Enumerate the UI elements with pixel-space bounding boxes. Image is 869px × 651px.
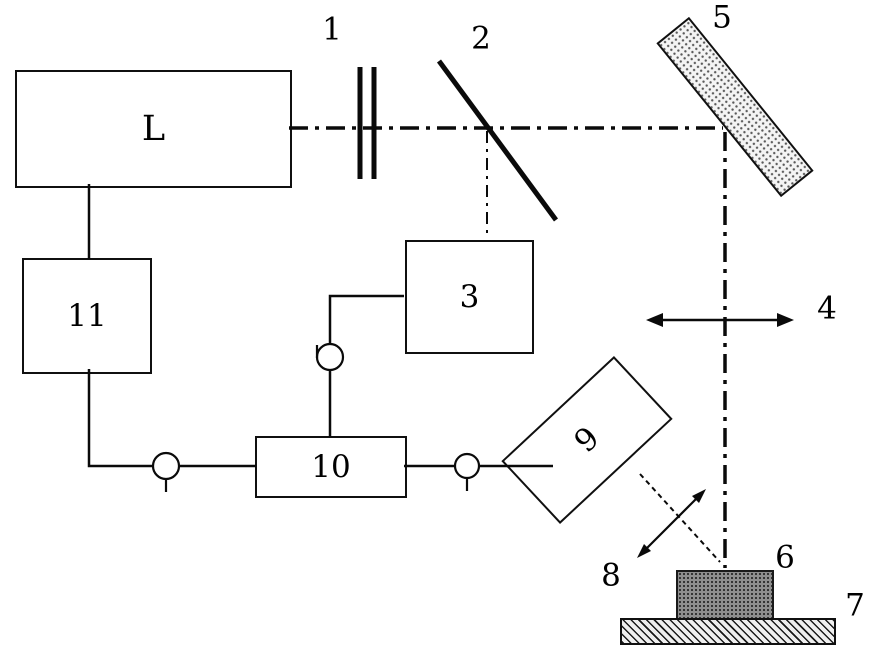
label-6: 6 [775,539,795,576]
unit-10-label: 10 [311,448,351,485]
unit-3-label: 3 [459,278,480,315]
connector-right [453,452,481,480]
arrow-4-head-left [646,313,663,327]
wire-11-to-connector [87,369,152,468]
unit-11-label: 11 [67,297,107,334]
detector-9-label: 9 [567,419,607,460]
unit-11-box: 11 [22,258,152,374]
unit-3-box: 3 [405,240,534,354]
arrow-8-line [645,497,698,550]
arrow-8-head-upper [692,489,706,503]
label-2: 2 [471,20,491,57]
sample-6 [676,570,774,622]
label-1: 1 [322,11,342,48]
detector-9-box: 9 [501,356,673,524]
label-5: 5 [712,0,732,36]
wire-3-to-connector [328,294,404,344]
laser-box: L [15,70,292,188]
laser-label: L [141,108,166,149]
stage-7 [620,618,836,645]
arrow-4-head-right [777,313,794,327]
arrow-8-head-lower [637,544,651,558]
connector-mid [315,342,345,372]
label-4: 4 [817,290,837,327]
label-7: 7 [845,587,865,624]
label-8: 8 [601,557,621,594]
mirror-5 [656,16,814,198]
detector-sightline [639,473,721,563]
unit-10-box: 10 [255,436,407,498]
connector-left [151,451,181,481]
beamsplitter-2 [436,59,559,222]
